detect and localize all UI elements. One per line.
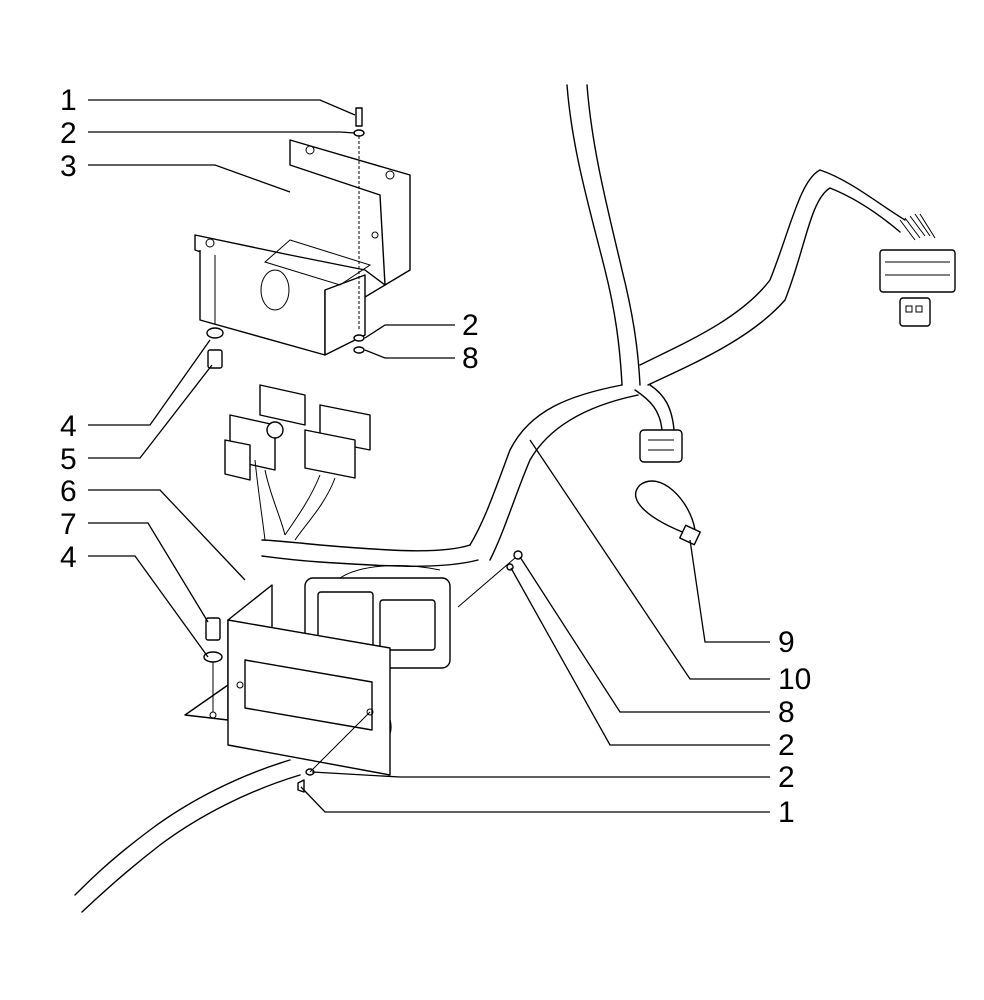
callout-2-mid: 2: [462, 309, 479, 342]
leader-lines: [88, 99, 770, 813]
callout-8-mid: 8: [462, 342, 479, 375]
callout-8-low: 8: [778, 696, 795, 729]
callout-1-low: 1: [778, 796, 795, 829]
control-unit-connectors: [224, 384, 371, 541]
cable-tie: [634, 480, 701, 546]
callout-2-low-a: 2: [778, 729, 795, 762]
callout-4-upper: 4: [60, 410, 77, 443]
branch-connector: [639, 429, 683, 463]
callout-numbers: 1 2 3 2 8 4 5 6 7 4 9 10 8 2 2 1: [60, 84, 811, 829]
lower-mounting-bracket: [184, 584, 391, 776]
mounting-bracket: [194, 139, 411, 356]
bracket-fasteners: [206, 107, 365, 369]
callout-7: 7: [60, 508, 77, 541]
callout-10: 10: [778, 663, 811, 696]
callout-6: 6: [60, 475, 77, 508]
harness-end-connector: [879, 213, 956, 327]
callout-2-top: 2: [60, 117, 77, 150]
callout-3: 3: [60, 150, 77, 183]
callout-4-lower: 4: [60, 541, 77, 574]
callout-5: 5: [60, 443, 77, 476]
callout-1-top: 1: [60, 84, 77, 117]
callout-9: 9: [778, 626, 795, 659]
lower-fasteners: [203, 550, 523, 793]
callout-2-low-b: 2: [778, 761, 795, 794]
